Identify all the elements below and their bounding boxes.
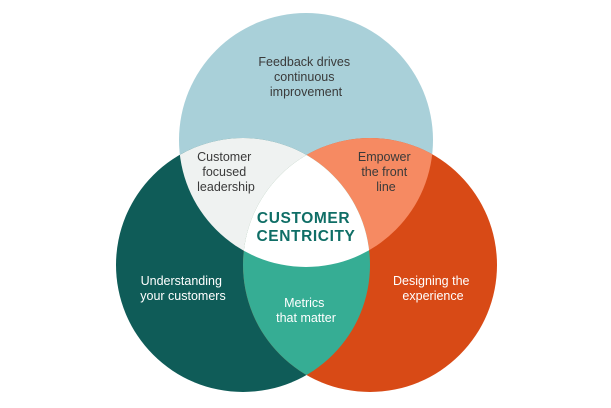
left-right-overlap-label: Metrics that matter xyxy=(276,296,336,325)
top-left-overlap-label: Customer focused leadership xyxy=(197,150,255,194)
left-circle-label: Understanding your customers xyxy=(140,274,225,303)
right-circle-label: Designing the experience xyxy=(393,274,473,303)
center-overlap xyxy=(243,138,370,267)
top-right-overlap-label: Empower the front line xyxy=(358,150,414,194)
top-circle-label: Feedback drives continuous improvement xyxy=(258,55,353,99)
center-title: CUSTOMER CENTRICITY xyxy=(257,210,356,245)
